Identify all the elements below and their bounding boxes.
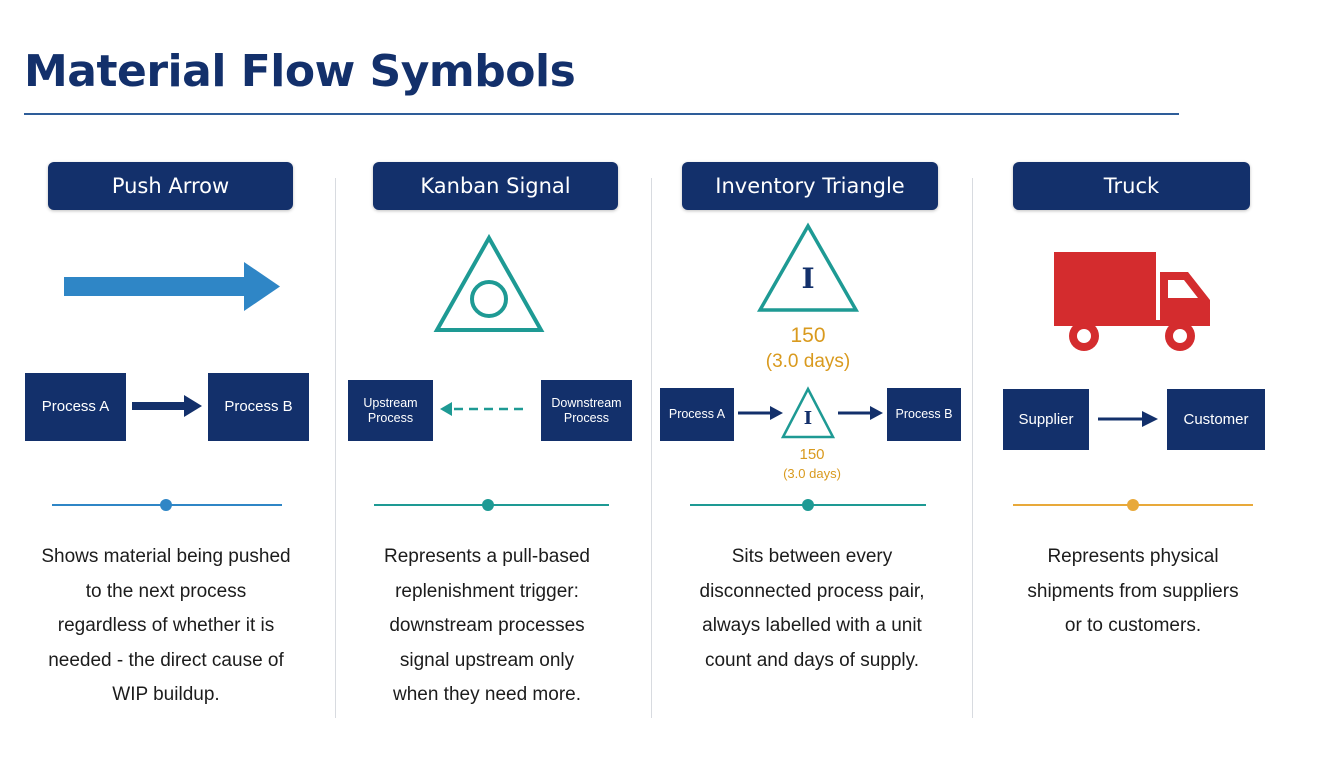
inventory-triangle-icon — [756, 222, 860, 312]
column-divider — [651, 178, 652, 718]
inventory-letter: I — [801, 262, 815, 295]
title-underline — [24, 113, 1179, 115]
inventory-triangle-small-icon — [780, 386, 836, 439]
description-kanban-signal: Represents a pull-based replenishment tr… — [384, 546, 590, 705]
separator-dot — [802, 499, 814, 511]
page-title: Material Flow Symbols — [24, 46, 576, 97]
process-box-downstream: Downstream Process — [541, 380, 632, 441]
heading-inventory-triangle: Inventory Triangle — [682, 162, 938, 210]
description-push-arrow: Shows material being pushed to the next … — [41, 546, 291, 705]
kanban-signal-icon — [433, 233, 545, 332]
flow-arrow-icon — [738, 406, 783, 420]
separator-dot — [482, 499, 494, 511]
description-inventory-triangle: Sits between every disconnected process … — [699, 546, 925, 671]
customer-box: Customer — [1167, 389, 1265, 450]
process-box-from: Process A — [25, 373, 126, 441]
process-box-upstream: Upstream Process — [348, 380, 433, 441]
truck-icon — [1054, 252, 1210, 351]
separator-dot — [160, 499, 172, 511]
kanban-dashed-arrow-icon — [440, 402, 528, 416]
process-box-to: Process B — [887, 388, 961, 441]
inventory-quantity: 150 — [790, 324, 826, 347]
heading-truck: Truck — [1013, 162, 1250, 210]
inventory-days-small: (3.0 days) — [783, 466, 841, 481]
inventory-letter-small: I — [803, 408, 813, 429]
heading-push-arrow: Push Arrow — [48, 162, 293, 210]
process-box-from: Process A — [660, 388, 734, 441]
inventory-days: (3.0 days) — [765, 351, 851, 372]
heading-kanban-signal: Kanban Signal — [373, 162, 618, 210]
separator-dot — [1127, 499, 1139, 511]
supplier-box: Supplier — [1003, 389, 1089, 450]
flow-arrow-icon — [1098, 411, 1158, 427]
inventory-quantity-small: 150 — [799, 446, 825, 463]
push-arrow-icon — [64, 262, 280, 311]
process-box-to: Process B — [208, 373, 309, 441]
column-divider — [972, 178, 973, 718]
push-arrow-small-icon — [132, 395, 202, 417]
description-truck: Represents physical shipments from suppl… — [1027, 546, 1239, 636]
flow-arrow-icon — [838, 406, 883, 420]
column-divider — [335, 178, 336, 718]
